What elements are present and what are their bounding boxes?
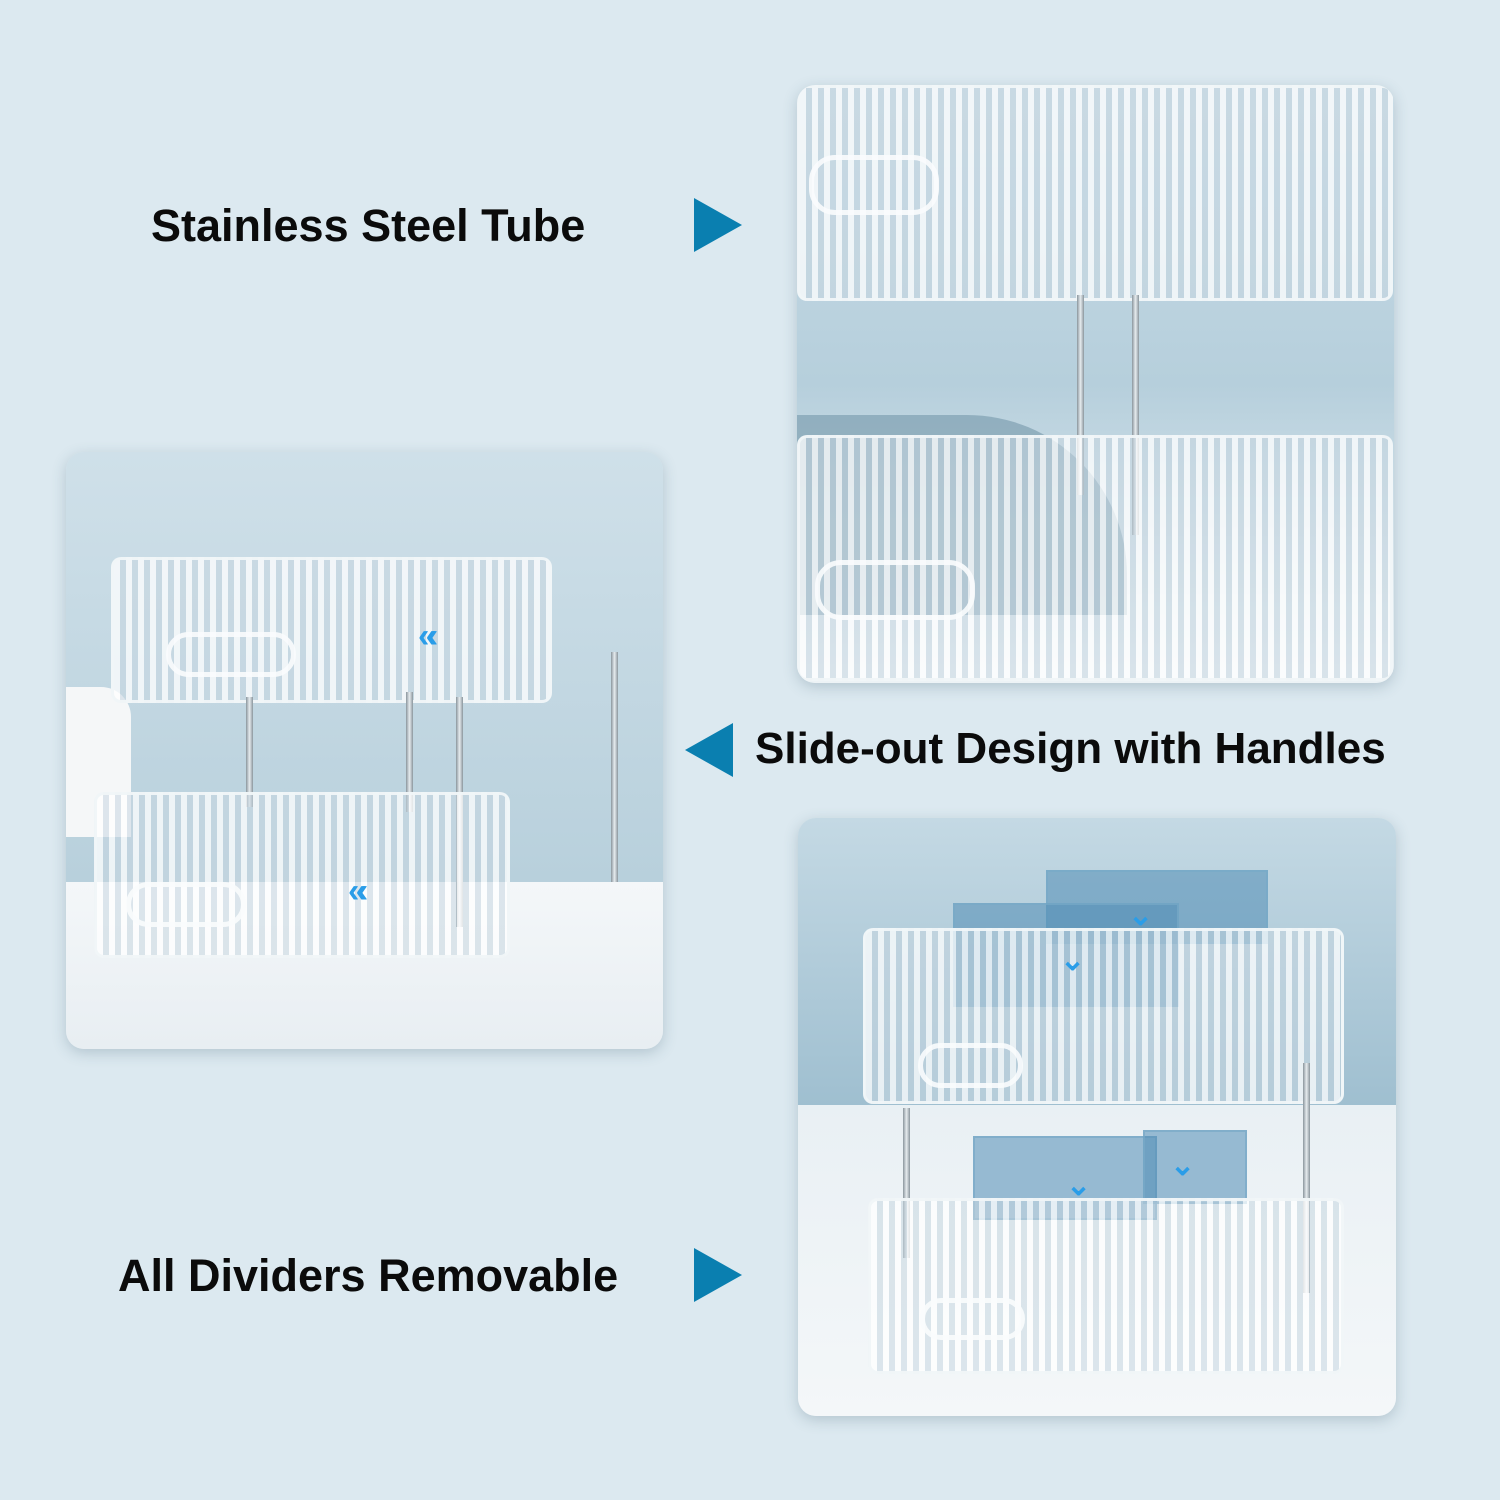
feature-label-steel-tube: Stainless Steel Tube — [151, 200, 586, 251]
basket-handle — [918, 1043, 1023, 1088]
product-photo-slide-out: «‹ «‹ — [66, 452, 663, 1049]
basket-handle — [815, 560, 975, 620]
basket-handle — [126, 882, 246, 927]
arrow-left-icon — [685, 723, 733, 777]
slide-chevrons-icon: «‹ — [348, 872, 368, 910]
down-chevrons-icon: ⌄ — [1170, 1149, 1195, 1182]
steel-tube — [246, 697, 253, 807]
arrow-right-icon — [694, 1248, 742, 1302]
steel-tube — [1077, 295, 1084, 495]
upper-basket — [111, 557, 552, 703]
divider-panel — [1143, 1130, 1247, 1204]
steel-tube — [1132, 295, 1139, 535]
steel-tube — [903, 1108, 910, 1258]
basket-handle — [809, 155, 939, 215]
feature-label-dividers: All Dividers Removable — [118, 1250, 619, 1301]
down-chevrons-icon: ⌄ — [1066, 1169, 1091, 1202]
upper-basket — [797, 85, 1393, 301]
basket-handle — [920, 1298, 1025, 1340]
steel-tube — [1303, 1063, 1310, 1293]
lower-basket — [868, 1198, 1344, 1374]
product-photo-dividers: ⌄ ⌄ ⌄ ⌄ — [798, 818, 1396, 1416]
product-photo-steel-tube — [797, 85, 1394, 683]
lower-basket — [797, 435, 1393, 681]
slide-chevrons-icon: «‹ — [418, 617, 438, 655]
arrow-right-icon — [694, 198, 742, 252]
steel-tube — [406, 692, 413, 812]
steel-tube — [611, 652, 618, 882]
down-chevrons-icon: ⌄ — [1060, 944, 1085, 977]
lower-basket — [94, 792, 510, 958]
basket-handle — [166, 632, 296, 677]
down-chevrons-icon: ⌄ — [1128, 899, 1153, 932]
upper-basket — [863, 928, 1344, 1104]
feature-label-slide-out: Slide-out Design with Handles — [755, 724, 1386, 773]
